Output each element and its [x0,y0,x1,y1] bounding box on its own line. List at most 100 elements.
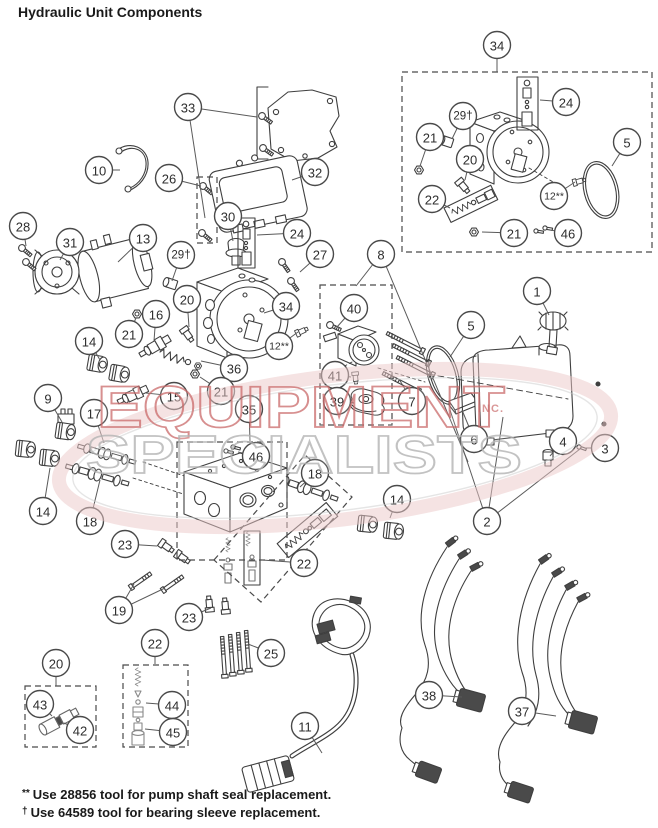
callout-circle [456,310,486,340]
callout-number: 21 [122,327,136,342]
callout-30-17: 30 [213,201,243,231]
callout-number: 2 [483,514,490,529]
leader-line-8 [380,253,469,463]
callout-circle [482,30,512,60]
callout-34-4: 34 [482,30,512,60]
callout-1-36: 1 [522,276,552,306]
callout-circle [414,680,444,710]
callout-number: 17 [87,406,101,421]
callout-number: 14 [36,504,50,519]
callout-number: 45 [166,725,180,740]
callout-10-1: 10 [84,155,114,185]
part-control-cable [241,595,371,793]
diagram-title: Hydraulic Unit Components [18,4,203,20]
part-valve-stack [131,667,145,746]
callout-circle [448,101,478,131]
callout-circle [174,602,204,632]
callout-36-27: 36 [219,353,249,383]
callout-circle [290,711,320,741]
callout-number: 8 [377,247,384,262]
callout-circle [41,648,71,678]
callout-number: 20 [49,656,63,671]
callout-number: 21 [507,226,521,241]
callout-number: 20 [180,292,194,307]
callout-circle [539,181,569,211]
callout-number: 16 [149,307,163,322]
leader-line-2 [449,409,488,522]
callout-number: 6 [470,432,477,447]
callout-circle [256,638,286,668]
footnote-bearing-sleeve: †Use 64589 tool for bearing sleeve repla… [22,805,321,820]
callout-circle [282,218,312,248]
part-motor [77,233,154,309]
callout-22-9: 22 [417,184,447,214]
callout-number: 23 [182,610,196,625]
callout-43-55: 43 [25,689,55,719]
callout-number: 4 [559,434,566,449]
part-spring-kit [157,347,203,370]
part-manifold-screws [276,256,302,294]
part-cartridge-kit-22 [223,530,261,586]
part-rubber-foot [349,388,385,416]
callout-circle [551,87,581,117]
part-breather-cap [537,311,569,356]
callout-number: 22 [148,636,162,651]
callout-7-34: 7 [397,386,427,416]
callout-circle [166,240,196,270]
callout-number: 43 [33,697,47,712]
callout-6-37: 6 [459,424,489,454]
footnote-marker: † [22,806,28,817]
callout-25-53: 25 [256,638,286,668]
callout-circle [553,218,583,248]
callout-28-14: 28 [8,211,38,241]
callout-number: 46 [249,449,263,464]
callout-number: 29† [453,111,472,123]
group-box-34 [401,71,653,253]
callout-circle [128,223,158,253]
callout-number: 32 [308,165,322,180]
callout-circle [415,122,445,152]
callout-number: 21 [423,130,437,145]
part-fitting-kit [38,707,80,736]
callout-number: 34 [279,299,293,314]
callout-circle [172,284,202,314]
callout-circle [8,211,38,241]
callout-circle [158,717,188,747]
callout-circle [417,184,447,214]
callout-circle [28,496,58,526]
callout-number: 7 [408,394,415,409]
callout-number: 9 [44,391,51,406]
callout-number: 18 [308,466,322,481]
part-plugs-23 [156,537,193,567]
callout-16-22: 16 [141,299,171,329]
callout-number: 22 [425,192,439,207]
callout-circle [339,293,369,323]
callout-5-35: 5 [456,310,486,340]
part-plug-12 [294,324,310,338]
callout-21-7: 21 [415,122,445,152]
callout-number: 24 [290,226,304,241]
callout-circle [33,383,63,413]
leader-line-2 [486,416,504,522]
callout-number: 10 [92,163,106,178]
part-bolts-25 [218,629,253,679]
watermark-equipment: EQUIPMENT [97,375,505,440]
callout-22-52: 22 [289,548,319,578]
callout-circle [548,426,578,456]
callout-circle [65,715,95,745]
footnote-marker: ** [22,788,30,799]
callout-21-23: 21 [114,319,144,349]
part-coils-14b [14,439,61,468]
callout-20-21: 20 [172,284,202,314]
callout-23-51: 23 [174,602,204,632]
callout-24-18: 24 [282,218,312,248]
part-gear-pump [322,325,380,367]
callout-number: 12** [269,341,289,353]
callout-circle [55,227,85,257]
part-screw-40 [324,319,343,334]
callout-circle [213,201,243,231]
callout-circle [219,353,249,383]
callout-40-31: 40 [339,293,369,323]
callout-9-41: 9 [33,383,63,413]
